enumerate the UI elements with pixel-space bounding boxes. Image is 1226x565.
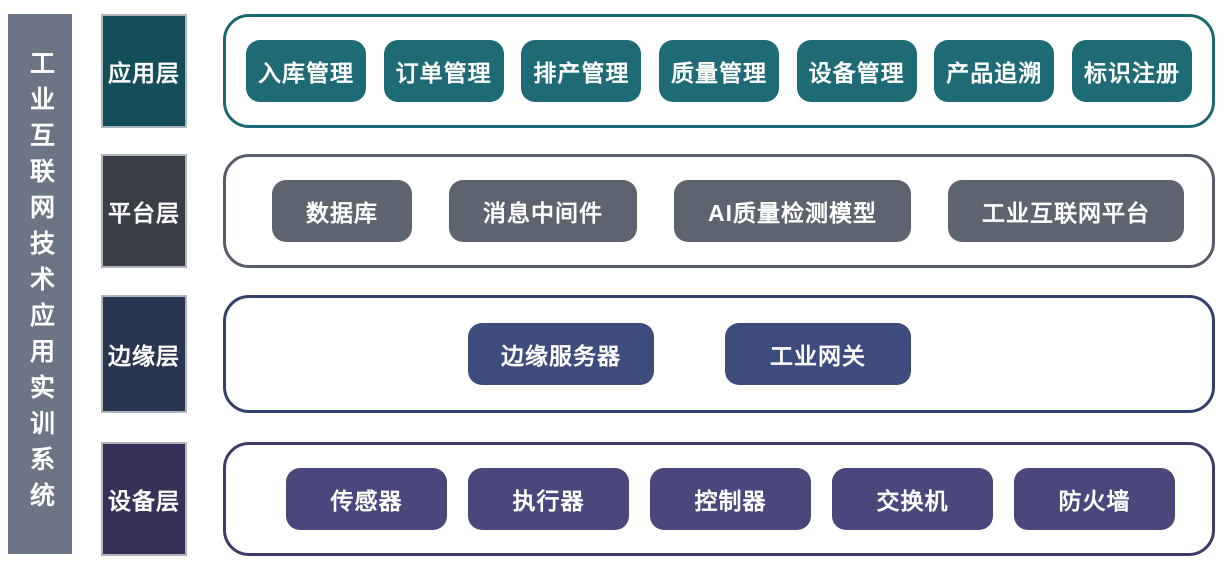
- application-layer-label: 应用层: [101, 14, 187, 128]
- platform-layer-container: 数据库消息中间件 AI质量检测模型工业互联网平台: [223, 154, 1215, 268]
- layer-row-platform: 平台层 数据库消息中间件 AI质量检测模型工业互联网平台: [101, 154, 1215, 268]
- platform-layer-item: 工业互联网平台: [948, 180, 1184, 242]
- application-layer-item: 入库管理: [246, 40, 366, 102]
- application-layer-item: 标识注册: [1071, 40, 1192, 102]
- device-layer-item: 控制器: [650, 468, 811, 530]
- device-layer-label: 设备层: [101, 442, 187, 556]
- platform-layer-item: 数据库: [272, 180, 412, 242]
- edge-layer-label-text: 边缘层: [108, 343, 180, 369]
- device-layer-item: 交换机: [832, 468, 993, 530]
- system-title: 工业互联网技术应用实训系统: [26, 50, 55, 518]
- application-layer-item: 产品追溯: [934, 40, 1055, 102]
- platform-layer-label: 平台层: [101, 154, 187, 268]
- layer-row-device: 设备层 传感器执行器控制器交换机防火墙: [101, 442, 1215, 556]
- device-layer-item: 执行器: [468, 468, 629, 530]
- edge-layer-container: 边缘服务器 工业网关: [223, 295, 1215, 413]
- edge-layer-item: 边缘服务器: [468, 323, 654, 385]
- platform-layer-item: 消息中间件: [449, 180, 637, 242]
- device-layer-item: 传感器: [286, 468, 447, 530]
- application-layer-item: 质量管理: [658, 40, 779, 102]
- application-layer-container: 入库管理订单管理排产管理质量管理设备管理产品追溯标识注册: [223, 14, 1215, 128]
- application-layer-item: 排产管理: [521, 40, 642, 102]
- device-layer-container: 传感器执行器控制器交换机防火墙: [223, 442, 1215, 556]
- layer-row-application: 应用层 入库管理订单管理排产管理质量管理设备管理产品追溯标识注册: [101, 14, 1215, 128]
- layer-row-edge: 边缘层 边缘服务器 工业网关: [101, 295, 1215, 413]
- platform-layer-item: AI质量检测模型: [674, 180, 911, 242]
- application-layer-label-text: 应用层: [108, 60, 180, 86]
- device-layer-label-text: 设备层: [108, 488, 180, 514]
- system-title-bar: 工业互联网技术应用实训系统: [8, 14, 72, 554]
- platform-layer-label-text: 平台层: [108, 200, 180, 226]
- application-layer-item: 订单管理: [383, 40, 504, 102]
- device-layer-item: 防火墙: [1014, 468, 1175, 530]
- application-layer-item: 设备管理: [796, 40, 917, 102]
- edge-layer-label: 边缘层: [101, 295, 187, 413]
- edge-layer-item: 工业网关: [725, 323, 911, 385]
